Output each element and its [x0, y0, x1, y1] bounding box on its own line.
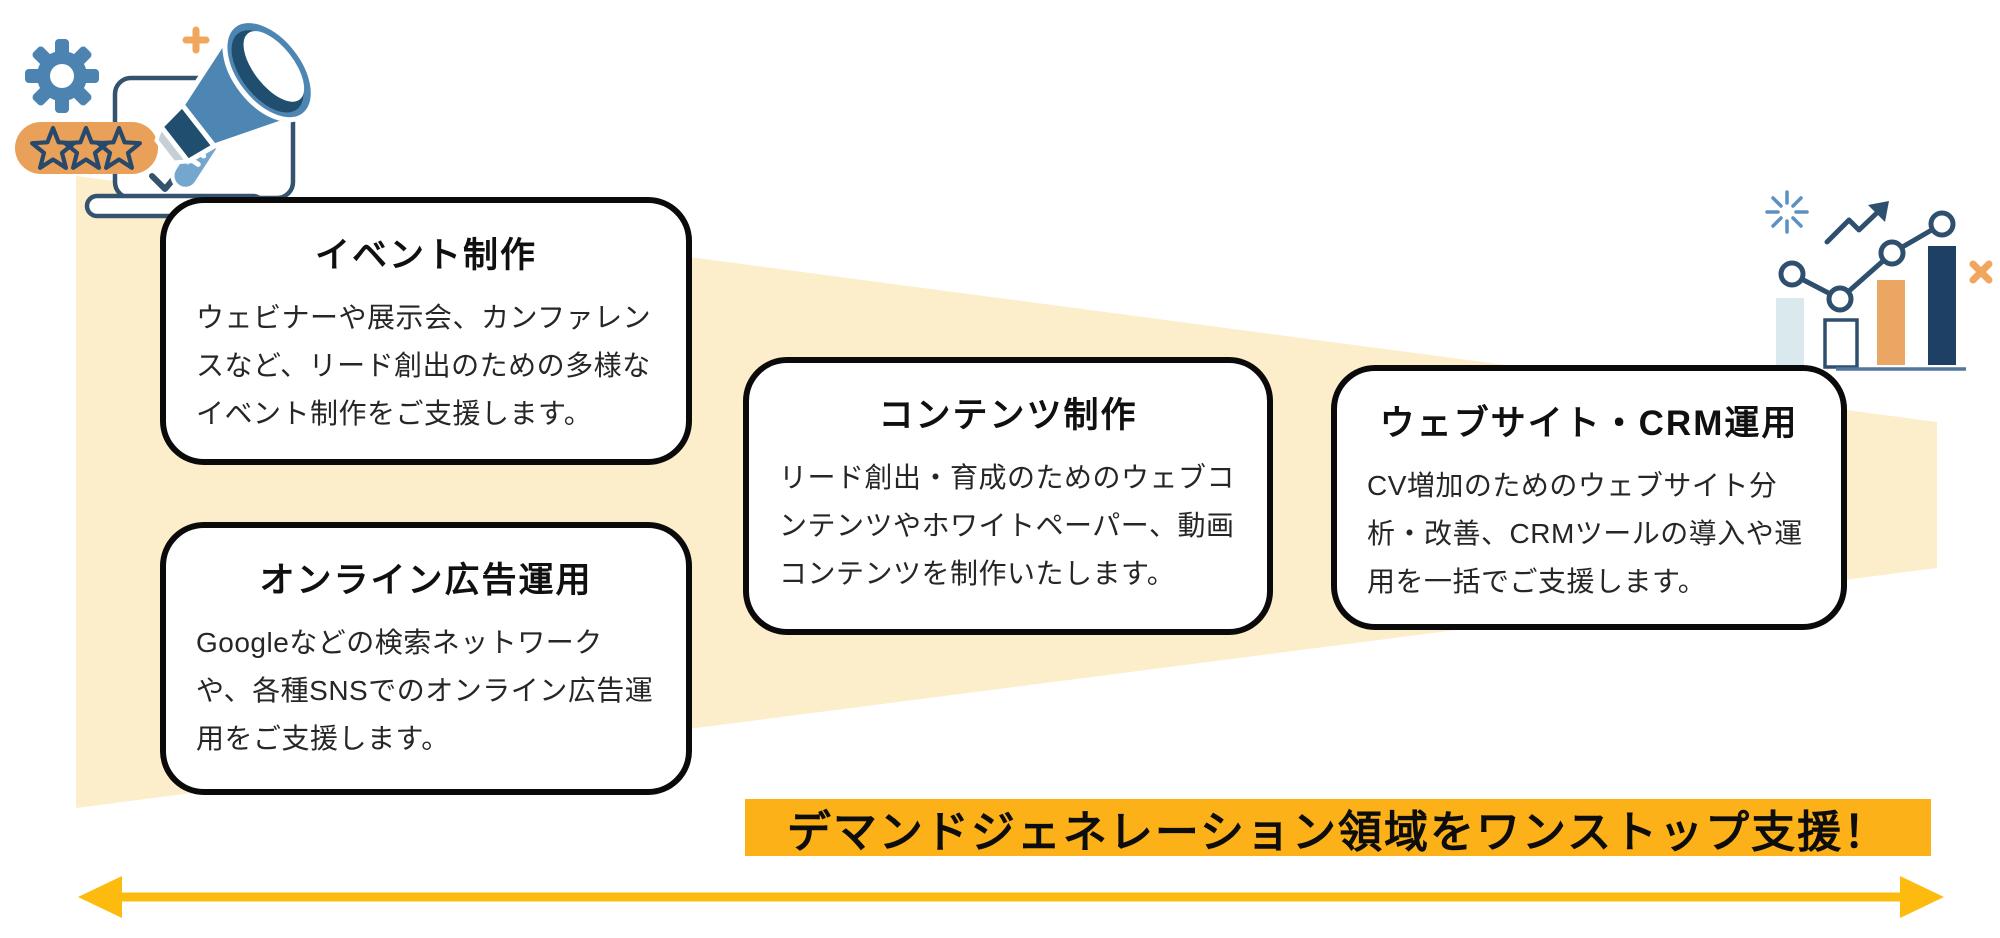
- trend-arrow-icon: [1824, 201, 1889, 245]
- service-card-online-ads: オンライン広告運用 Googleなどの検索ネットワークや、各種SNSでのオンライ…: [160, 522, 692, 795]
- card-body: Googleなどの検索ネットワークや、各種SNSでのオンライン広告運用をご支援し…: [196, 627, 654, 755]
- card-body: リード創出・育成のためのウェブコンテンツやホワイトペーパー、動画コンテンツを制作…: [779, 462, 1236, 590]
- scope-double-arrow: [78, 876, 1944, 918]
- card-body: ウェビナーや展示会、カンファレンスなど、リード創出のための多様なイベント制作をご…: [196, 302, 652, 430]
- card-title: イベント制作: [314, 236, 537, 275]
- card-title: ウェブサイト・CRM運用: [1379, 404, 1799, 443]
- gear-icon: [25, 39, 99, 113]
- card-title: オンライン広告運用: [259, 561, 593, 600]
- marketing-illustration: [15, 18, 316, 219]
- one-stop-banner: デマンドジェネレーション領域をワンストップ支援！: [745, 799, 1931, 857]
- plus-icon: [182, 26, 210, 54]
- service-card-event: イベント制作 ウェビナーや展示会、カンファレンスなど、リード創出のための多様なイ…: [160, 197, 692, 465]
- x-mark-icon: [1969, 260, 1993, 284]
- growth-chart-illustration: [1765, 190, 1993, 371]
- card-body: CV増加のためのウェブサイト分析・改善、CRMツールの導入や運用を一括でご支援し…: [1367, 470, 1803, 598]
- service-card-content: コンテンツ制作 リード創出・育成のためのウェブコンテンツやホワイトペーパー、動画…: [743, 357, 1273, 635]
- megaphone-icon: [154, 18, 316, 191]
- banner-label: デマンドジェネレーション領域をワンストップ支援！: [786, 807, 1890, 857]
- sparkle-icon: [1765, 190, 1809, 234]
- arrowhead-left: [78, 876, 122, 918]
- line-chart-icon: [1778, 210, 1956, 313]
- bar-chart-icon: [1776, 246, 1966, 371]
- arrowhead-right: [1900, 876, 1944, 918]
- three-star-rating-pill: [15, 122, 158, 174]
- service-card-website-crm: ウェブサイト・CRM運用 CV増加のためのウェブサイト分析・改善、CRMツールの…: [1331, 365, 1847, 630]
- card-title: コンテンツ制作: [878, 396, 1138, 435]
